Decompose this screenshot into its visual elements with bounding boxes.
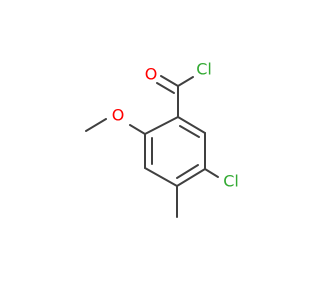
- bond-methoxy-o-to-methyl: [85, 118, 107, 132]
- molecule-structure-diagram: O Cl O Cl: [85, 60, 239, 218]
- ring-chlorine-label: Cl: [223, 172, 239, 191]
- bond-ring-to-chlorine: [204, 168, 219, 178]
- ring-double-bond-inner-2: [176, 164, 199, 179]
- bond-ring-to-methoxy-o: [129, 124, 146, 135]
- methoxy-oxygen-label: O: [112, 106, 125, 125]
- carbonyl-oxygen-label: O: [145, 65, 158, 84]
- ring-bond-c6-c1: [144, 116, 179, 135]
- ring-bond-c1-c2: [177, 116, 206, 134]
- acyl-chlorine-label: Cl: [196, 60, 212, 79]
- bond-carbonyl-c-cl: [177, 76, 194, 87]
- ring-bond-c4-c5: [144, 167, 178, 187]
- bond-carbonyl-c-o-1: [160, 75, 179, 87]
- ring-double-bond-inner-1: [179, 125, 200, 138]
- ring-bond-c3-c4: [176, 168, 206, 187]
- bond-carbonyl-c-o-2: [156, 82, 175, 94]
